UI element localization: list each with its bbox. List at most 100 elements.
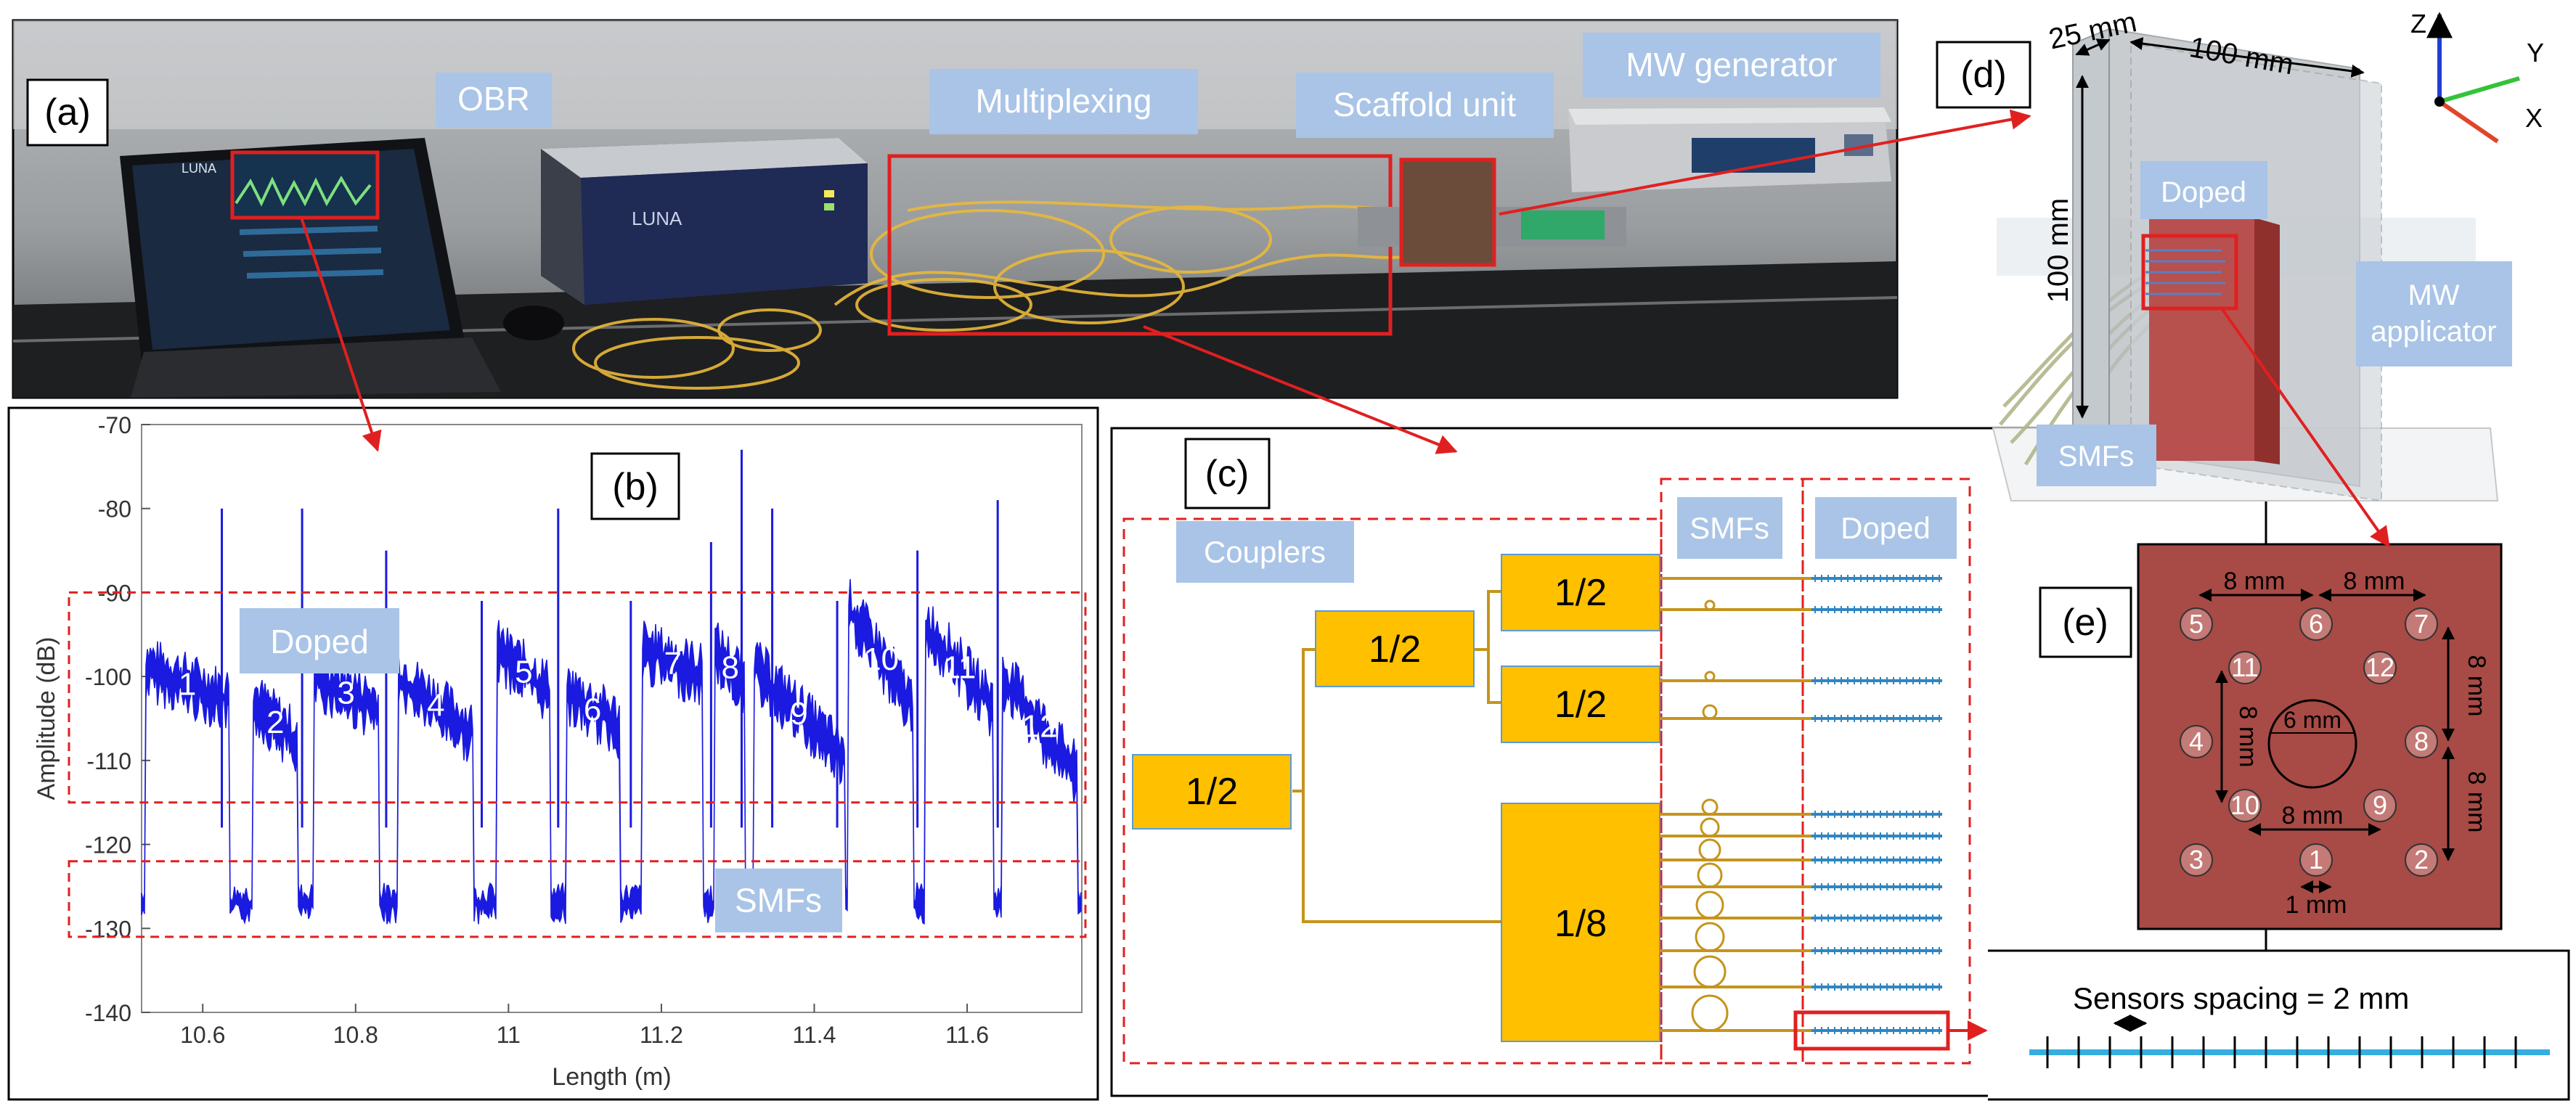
fiber-loop: [1695, 922, 1725, 952]
coupler-1-2-top: [1501, 554, 1660, 631]
fiber-loop: [1691, 994, 1729, 1032]
sensor-spacing-inset: Sensors spacing = 2 mm: [1988, 949, 2570, 1101]
fiber-output-rows: [1660, 575, 1942, 1034]
sensor-6-label: 6: [2309, 609, 2323, 639]
tag-doped-d: [2140, 161, 2267, 219]
dim-right-upper-label: 8 mm: [2463, 655, 2490, 717]
x-tick-label: 11: [497, 1022, 521, 1048]
coupler-1-2-mid: [1315, 610, 1475, 687]
sensor-7-marker: [2405, 607, 2438, 641]
sensor-11-label: 11: [2231, 652, 2258, 682]
mw-generator: [1568, 107, 1891, 192]
screen-brand: LUNA: [182, 161, 216, 176]
fiber-loop: [1693, 955, 1727, 988]
sensor-1-label: 1: [2309, 845, 2323, 874]
sensor-7-label: 7: [2414, 609, 2429, 639]
tag-mw-applicator-line2: applicator: [2371, 316, 2496, 348]
connector-arrows: [300, 109, 2390, 1041]
arrow-a-to-c: [1143, 325, 1458, 454]
panel-c-label-box: [1184, 438, 1271, 509]
x-tick-label: 11.2: [640, 1022, 683, 1048]
dim-height-label: 100 mm: [2042, 198, 2074, 303]
sensor-3-marker: [2180, 843, 2213, 877]
fiber-loop: [1698, 838, 1721, 861]
dim-width-arrow: [2129, 37, 2365, 78]
sensor-9-marker: [2363, 789, 2397, 822]
coupler-1-2-root-label: 1/2: [1186, 771, 1238, 813]
y-tick-label: -120: [85, 832, 131, 859]
tag-mw-generator-text: MW generator: [1626, 46, 1837, 83]
dim-top-left-label: 8 mm: [2224, 568, 2286, 595]
scaffold-highlight: [1399, 157, 1496, 267]
doped-dashed-box: [1801, 478, 1971, 1065]
screen-trace: [235, 176, 372, 207]
axis-z-label: Z: [2410, 9, 2426, 38]
y-tick-label: -80: [98, 496, 131, 523]
mouse: [503, 306, 564, 340]
y-tick-label: -140: [85, 1000, 131, 1026]
segment-label: 8: [721, 650, 738, 686]
fiber-loop: [1697, 862, 1723, 888]
panel-c: (c) Couplers SMFs Doped 1/2 1/2 1/2 1/2 …: [1110, 427, 2267, 1097]
sensor-12-label: 12: [2365, 652, 2394, 682]
dim-left-label: 8 mm: [2234, 706, 2262, 768]
amplitude-trace: [141, 578, 1082, 925]
fiber-loop: [1704, 599, 1716, 611]
doped-fibers: [2145, 249, 2225, 295]
coupler-1-2-lower-label: 1/2: [1554, 684, 1607, 726]
segment-label: 3: [337, 675, 354, 710]
panel-d-label: (d): [1960, 54, 2007, 96]
coupler-1-8-label: 1/8: [1554, 903, 1607, 945]
tag-obr-text: OBR: [457, 80, 530, 118]
panel-e-label-box: [2039, 586, 2132, 658]
tag-smfs-c-text: SMFs: [1690, 511, 1769, 545]
segment-label: 9: [790, 696, 807, 732]
panel-b-label: (b): [612, 466, 659, 508]
segment-label: 1: [179, 667, 196, 702]
sensor-2-marker: [2405, 843, 2438, 877]
dim-thickness-arrow: [2075, 38, 2111, 56]
tag-doped-c: [1815, 497, 1957, 559]
doped-highlight-box: [2141, 234, 2238, 311]
tag-doped-d-text: Doped: [2161, 176, 2246, 208]
coupler-1-2-top-label: 1/2: [1554, 572, 1607, 614]
segment-label: 7: [664, 646, 681, 681]
coupler-1-2-mid-label: 1/2: [1369, 628, 1421, 671]
sensor-8-marker: [2405, 725, 2438, 758]
segment-label: 2: [266, 705, 284, 740]
dim-right-lower-label: 8 mm: [2463, 771, 2490, 833]
laptop: LUNA: [120, 138, 501, 398]
smf-band-box: [68, 860, 1087, 938]
device-brand: LUNA: [632, 208, 682, 229]
tag-scaffold-unit: [1296, 73, 1554, 138]
sensor-highlight-box: [1793, 1010, 1950, 1051]
coupler-1-8: [1501, 803, 1660, 1042]
tag-doped-b: [240, 608, 399, 673]
y-tick-label: -130: [85, 916, 131, 942]
fiber-loop: [1700, 817, 1720, 837]
plate-back: [2072, 28, 2110, 470]
tag-smfs-b-text: SMFs: [735, 882, 822, 919]
x-axis-label: Length (m): [552, 1063, 671, 1091]
fiber-loop: [1704, 671, 1716, 682]
sensor-spacing-label: Sensors spacing = 2 mm: [2073, 981, 2409, 1015]
fiber-tangle: [572, 200, 1511, 390]
obr-device: LUNA: [541, 138, 868, 305]
sensor-4-marker: [2180, 725, 2213, 758]
axis-triad: Z Y X: [2410, 9, 2544, 144]
mw-applicator-block: [2149, 218, 2254, 461]
arrow-a-to-b: [300, 217, 382, 452]
arrow-a-to-d: [1499, 109, 2031, 216]
green-coupler: [1521, 210, 1605, 239]
panel-d: Doped MW applicator SMFs 100 mm 25 mm 10…: [1936, 6, 2544, 502]
x-tick-label: 10.6: [180, 1022, 225, 1048]
central-hole: [2267, 699, 2357, 789]
tag-smfs-d-text: SMFs: [2058, 441, 2134, 472]
sensor-1-marker: [2299, 843, 2333, 877]
tag-doped-c-text: Doped: [1841, 511, 1931, 545]
tag-couplers: [1176, 521, 1354, 583]
tag-multiplexing-text: Multiplexing: [976, 82, 1152, 120]
